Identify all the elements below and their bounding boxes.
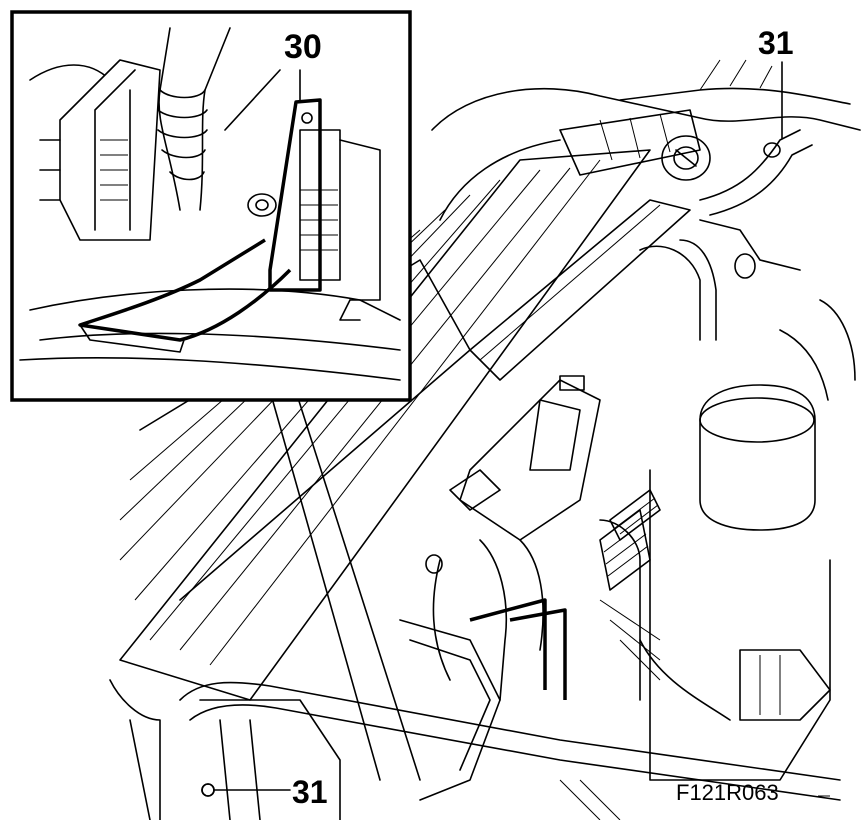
figure-code: F121R063 <box>676 780 779 805</box>
callout-31-bottom: 31 <box>201 774 328 810</box>
callout-31-top: 31 <box>758 25 794 139</box>
callout-label-31-bottom: 31 <box>292 774 328 810</box>
callout-label-31-top: 31 <box>758 25 794 61</box>
connector-detail-inset <box>10 10 412 402</box>
inset-leader-line <box>271 397 421 781</box>
callout-label-30: 30 <box>284 28 322 66</box>
